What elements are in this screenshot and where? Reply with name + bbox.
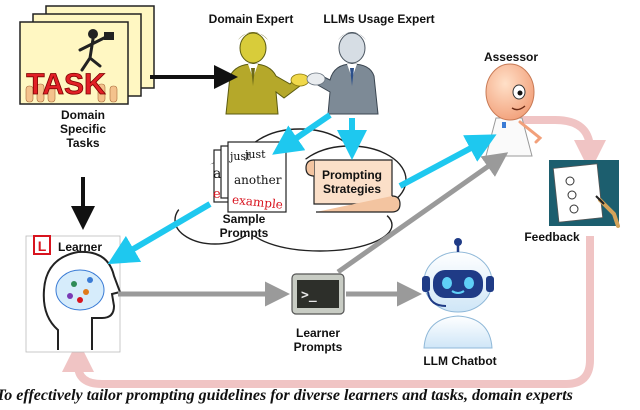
figure-caption: To effectively tailor prompting guidelin… <box>0 387 573 404</box>
expert-to-samples-arrow <box>272 112 332 155</box>
prompt-word-example: example <box>231 193 283 212</box>
prompting-strategies-line-1: Prompting <box>322 168 382 182</box>
prompting-strategies-line-2: Strategies <box>322 182 382 196</box>
prompt-word-just-back: just <box>228 150 251 163</box>
prompt-word-another: another <box>234 173 282 187</box>
learner-label: Learner <box>58 240 103 254</box>
domain-expert-figure <box>225 32 301 115</box>
terminal-glyph: >_ <box>301 288 317 303</box>
learner-badge: L <box>38 238 47 254</box>
domain-tasks-label: Domain Specific Tasks <box>38 108 128 150</box>
strategies-to-assessor-arrow <box>398 134 497 189</box>
sample-prompts-line-2: Prompts <box>219 226 269 240</box>
llm-expert-label: LLMs Usage Expert <box>323 12 435 26</box>
task-cards <box>19 5 155 105</box>
prompt-word-e: e <box>213 187 221 202</box>
feedback-loop-arrow <box>510 116 606 172</box>
feedback-return-arrow <box>62 236 594 388</box>
domain-expert-label: Domain Expert <box>208 12 294 26</box>
sample-prompts-line-1: Sample <box>222 212 266 226</box>
task-card-word: TASK <box>26 68 106 101</box>
domain-tasks-line-2: Specific <box>59 122 107 136</box>
learner-prompts-label: Learner Prompts <box>280 326 356 354</box>
feedback-clipboard-icon <box>549 160 620 228</box>
terminal-icon <box>291 273 345 315</box>
prompt-word-just: just <box>243 148 266 161</box>
assessor-label: Assessor <box>483 50 539 64</box>
feedback-label: Feedback <box>524 230 580 244</box>
learner-prompts-line-2: Prompts <box>293 340 343 354</box>
handshake-icon <box>290 72 326 87</box>
learner-prompts-line-1: Learner <box>295 326 341 340</box>
learner-head-icon <box>25 235 122 353</box>
domain-tasks-line-1: Domain <box>60 108 105 122</box>
assessor-figure <box>485 63 543 157</box>
prompt-word-a: a <box>213 166 221 182</box>
terminal-to-assessor-arrow <box>336 152 509 275</box>
robot-chatbot-icon <box>422 238 494 349</box>
domain-tasks-line-3: Tasks <box>66 136 100 150</box>
llm-expert-figure <box>315 32 379 115</box>
samples-to-learner-arrow <box>107 201 212 265</box>
llm-chatbot-label: LLM Chatbot <box>423 354 497 368</box>
prompting-strategies-label: Prompting Strategies <box>312 168 392 196</box>
prompting-strategies-scroll <box>305 159 401 213</box>
sample-prompts-label: Sample Prompts <box>204 212 284 240</box>
